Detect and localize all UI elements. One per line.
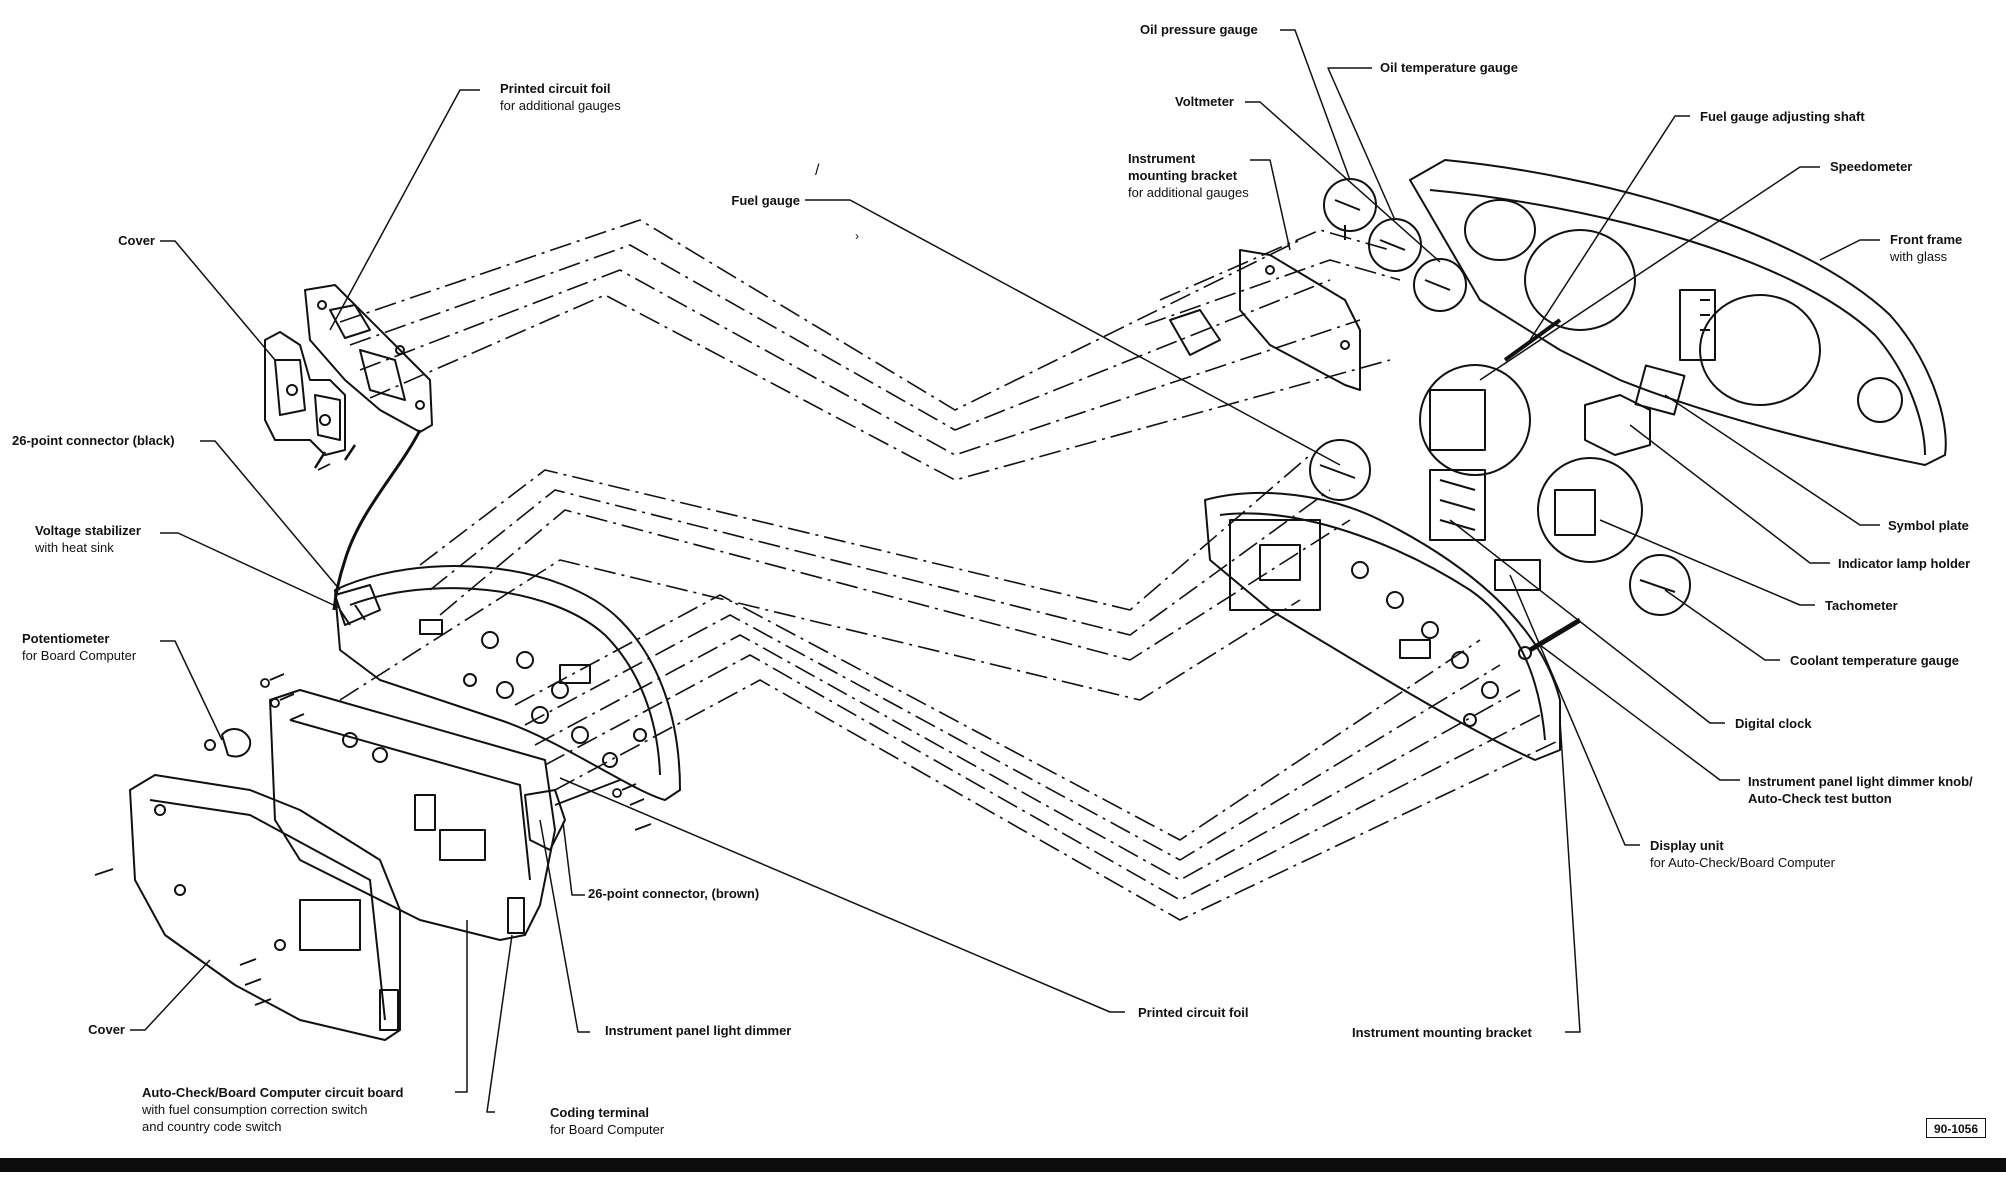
speedometer-part [1419, 364, 1531, 476]
label-subtitle: for Board Computer [22, 648, 137, 663]
tachometer-part [1537, 457, 1643, 563]
indicator-lamp-holder-part [1584, 394, 1651, 456]
label-voltage-stabilizer: Voltage stabilizer with heat sink [35, 522, 141, 556]
label-printed-circuit-foil: Printed circuit foil [1138, 1004, 1249, 1021]
label-title: Front frame [1890, 232, 1963, 247]
label-title-2: Auto-Check test button [1748, 791, 1892, 806]
label-title: Oil temperature gauge [1380, 60, 1518, 75]
label-subtitle: with glass [1890, 249, 1948, 264]
label-cover-bottom: Cover [70, 1021, 125, 1038]
label-instrument-panel-light-dimmer: Instrument panel light dimmer [605, 1022, 791, 1039]
label-title: Voltage stabilizer [35, 523, 141, 538]
label-dimmer-knob: Instrument panel light dimmer knob/ Auto… [1748, 773, 1973, 807]
label-title: Coding terminal [550, 1105, 649, 1120]
coolant-temperature-gauge-part [1629, 554, 1691, 616]
fuel-gauge-part [1309, 439, 1371, 501]
label-voltmeter: Voltmeter [1175, 93, 1234, 110]
printed-circuit-foil-additional-part [304, 284, 433, 469]
label-title-2: mounting bracket [1128, 168, 1238, 183]
bottom-border-band [0, 1158, 2006, 1172]
svg-text:›: › [855, 229, 859, 243]
leader-lines [130, 29, 1880, 1113]
label-display-unit: Display unit for Auto-Check/Board Comput… [1650, 837, 1835, 871]
symbol-plate-part [1634, 364, 1686, 416]
label-subtitle: for Auto-Check/Board Computer [1650, 855, 1835, 870]
printed-circuit-foil-part [1204, 492, 1561, 761]
label-subtitle-2: and country code switch [142, 1119, 282, 1134]
front-frame-part [1409, 159, 1947, 466]
label-title: Coolant temperature gauge [1790, 653, 1960, 668]
label-title: Fuel gauge [731, 193, 800, 208]
instrument-mounting-bracket-additional-part [1169, 249, 1361, 391]
label-oil-temperature-gauge: Oil temperature gauge [1380, 59, 1518, 76]
label-fuel-gauge-adjusting-shaft: Fuel gauge adjusting shaft [1700, 108, 1865, 125]
label-instrument-mounting-bracket: Instrument mounting bracket [1352, 1024, 1532, 1041]
label-symbol-plate: Symbol plate [1888, 517, 1969, 534]
label-indicator-lamp-holder: Indicator lamp holder [1838, 555, 1970, 572]
label-subtitle: for Board Computer [550, 1122, 665, 1137]
label-title: Printed circuit foil [1138, 1005, 1249, 1020]
label-board-computer-circuit-board: Auto-Check/Board Computer circuit board … [142, 1084, 403, 1135]
label-title: Oil pressure gauge [1140, 22, 1258, 37]
screws-left [94, 463, 652, 1006]
label-title: Instrument panel light dimmer [605, 1023, 792, 1038]
display-unit-part [1494, 559, 1541, 591]
label-title: Display unit [1650, 838, 1724, 853]
label-title: Potentiometer [22, 631, 110, 646]
voltmeter-part [1413, 258, 1467, 312]
label-cover-top: Cover [90, 232, 155, 249]
label-title: Digital clock [1735, 716, 1812, 731]
label-subtitle: with fuel consumption correction switch [142, 1102, 368, 1117]
label-title: Voltmeter [1175, 94, 1234, 109]
potentiometer-part [204, 728, 252, 758]
label-tachometer: Tachometer [1825, 597, 1898, 614]
label-speedometer: Speedometer [1830, 158, 1912, 175]
label-coolant-temperature-gauge: Coolant temperature gauge [1790, 652, 1959, 669]
label-title: Speedometer [1830, 159, 1913, 174]
oil-pressure-gauge-part [1323, 178, 1377, 240]
label-title: Printed circuit foil [500, 81, 611, 96]
label-instrument-mounting-bracket-additional: Instrument mounting bracket for addition… [1128, 150, 1249, 201]
label-title: Tachometer [1825, 598, 1898, 613]
label-title: Fuel gauge adjusting shaft [1700, 109, 1865, 124]
digital-clock-part [1429, 469, 1486, 541]
label-title: Auto-Check/Board Computer circuit board [142, 1085, 404, 1100]
voltage-stabilizer-part [334, 584, 381, 626]
label-title: 26-point connector (black) [12, 433, 175, 448]
label-oil-pressure-gauge: Oil pressure gauge [1140, 21, 1258, 38]
coding-terminal-part [507, 897, 525, 934]
cluster-rear-housing [334, 565, 681, 801]
label-title: Symbol plate [1888, 518, 1969, 533]
label-title: Cover [88, 1022, 125, 1037]
label-title: Cover [118, 233, 155, 248]
label-subtitle: with heat sink [35, 540, 114, 555]
instrument-panel-light-dimmer-part [524, 779, 621, 851]
fuel-gauge-adjusting-shaft-part [1503, 318, 1562, 362]
label-title: Instrument [1128, 151, 1196, 166]
label-front-frame: Front frame with glass [1890, 231, 1962, 265]
oil-temperature-gauge-part [1368, 218, 1422, 272]
cover-top-part [264, 331, 346, 456]
label-potentiometer: Potentiometer for Board Computer [22, 630, 136, 664]
figure-reference-number: 90-1056 [1926, 1118, 1986, 1138]
label-title: Indicator lamp holder [1838, 556, 1971, 571]
label-digital-clock: Digital clock [1735, 715, 1812, 732]
label-26-point-connector-black: 26-point connector (black) [12, 432, 175, 449]
label-subtitle: for additional gauges [1128, 185, 1249, 200]
label-printed-circuit-foil-additional: Printed circuit foil for additional gaug… [500, 80, 621, 114]
svg-text:/: / [815, 162, 820, 179]
label-subtitle: for additional gauges [500, 98, 621, 113]
label-title: 26-point connector, (brown) [588, 886, 760, 901]
board-computer-circuit-board-part [269, 689, 556, 941]
label-fuel-gauge: Fuel gauge [700, 192, 800, 209]
label-title: Instrument panel light dimmer knob/ [1748, 774, 1973, 789]
label-coding-terminal: Coding terminal for Board Computer [550, 1104, 664, 1138]
label-title: Instrument mounting bracket [1352, 1025, 1532, 1040]
label-26-point-connector-brown: 26-point connector, (brown) [588, 885, 759, 902]
dimmer-knob-part [1518, 617, 1582, 660]
cover-bottom-part [129, 774, 401, 1041]
